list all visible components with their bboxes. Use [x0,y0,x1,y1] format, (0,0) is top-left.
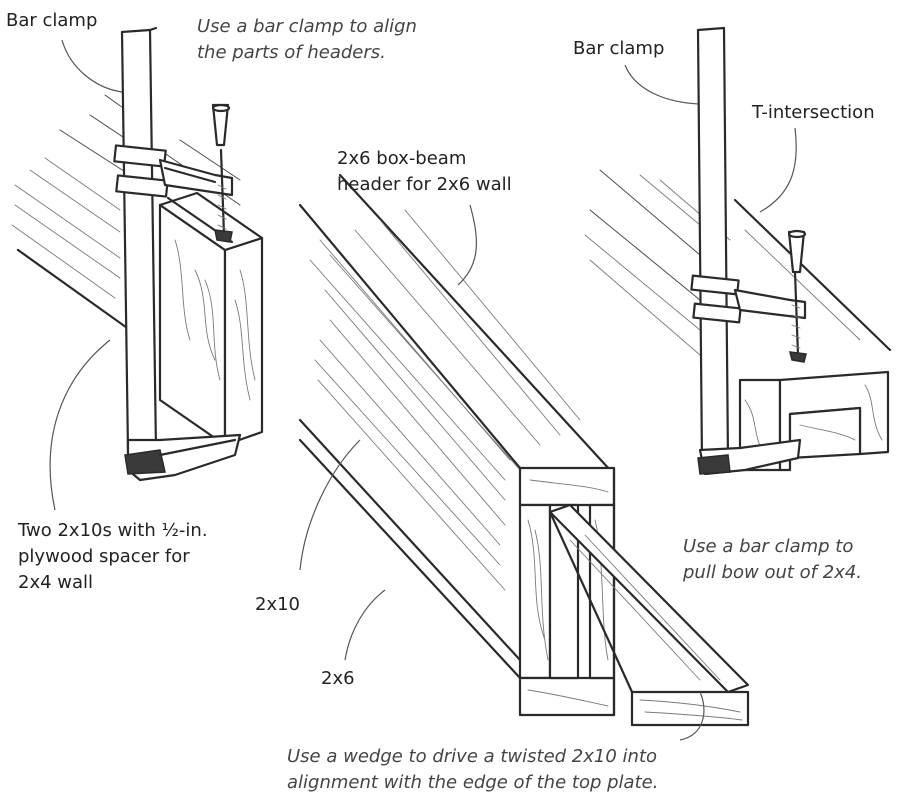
caption-pull-bow: Use a bar clamp to pull bow out of 2x4. [683,536,862,583]
label-bar-clamp-right: Bar clamp [573,38,665,59]
right-t-intersection-illustration [584,26,892,476]
leader-two-2x10s [49,339,111,511]
leader-t-intersection [759,127,797,213]
leader-2x10 [299,439,361,571]
label-2x10: 2x10 [255,594,301,615]
right-wall-lines [584,169,892,356]
wedge-board [548,503,750,727]
caption-wedge: Use a wedge to drive a twisted 2x10 into… [287,746,659,793]
left-header-illustration [11,26,264,482]
leader-bar-clamp-right [624,64,699,105]
leader-2x6 [344,589,386,661]
left-2x10-boards [158,191,264,447]
right-bar-clamp [690,26,807,476]
label-box-beam-header: 2x6 box-beam header for 2x6 wall [337,148,512,195]
left-wall-lines [11,94,241,332]
leader-box-beam [457,204,478,286]
label-bar-clamp-left: Bar clamp [6,10,98,31]
caption-align-headers: Use a bar clamp to align the parts of he… [197,16,417,63]
leader-wedge [679,691,705,741]
box-beam-end [518,466,616,717]
label-two-2x10s: Two 2x10s with ½-in. plywood spacer for … [18,520,208,593]
left-bar-clamp [113,26,242,482]
label-t-intersection: T-intersection [752,102,875,123]
center-box-beam-illustration [298,173,750,741]
leader-bar-clamp-left [61,39,123,93]
label-2x6: 2x6 [321,668,355,689]
box-beam-top [298,173,612,680]
